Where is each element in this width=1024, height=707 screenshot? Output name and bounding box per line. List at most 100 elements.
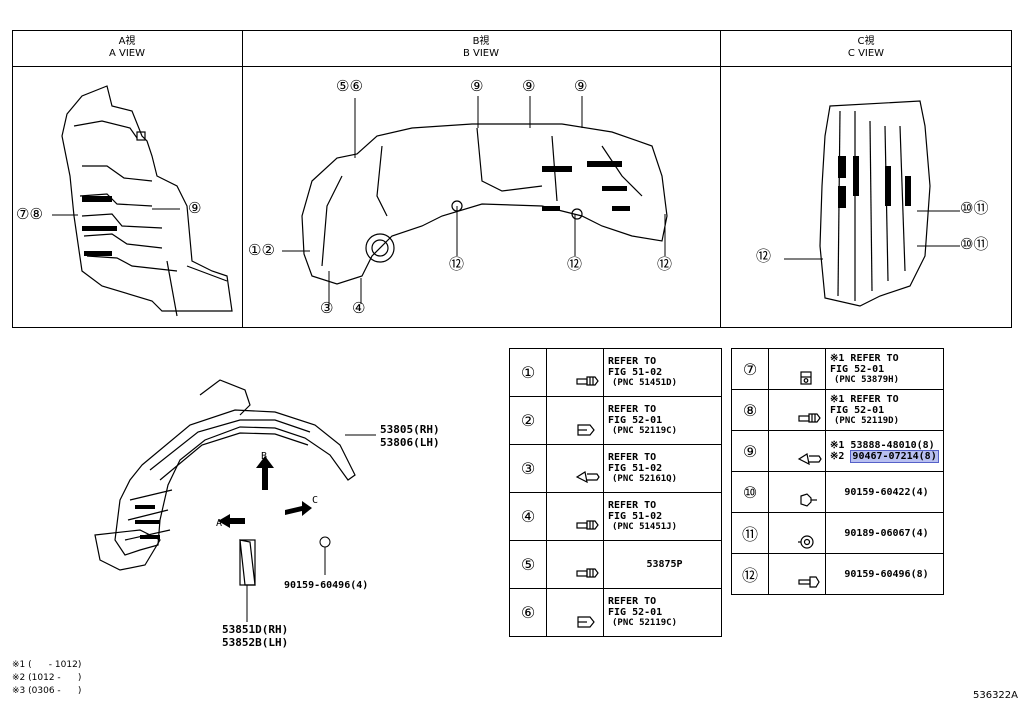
note-3: ※3 (0306 - ) (12, 686, 82, 696)
clip-icon (768, 348, 826, 390)
description-line: REFER TO (608, 404, 657, 415)
description-line: 90189-06067(4) (844, 527, 929, 539)
part-description-cell: 90159-60422(4) (825, 471, 944, 513)
description-line: ※1 REFER TO (830, 352, 899, 364)
u-nut-icon (546, 588, 604, 637)
callout-c-12: ⑫ (756, 247, 772, 265)
parts-row: ⑤ 53875P (509, 540, 722, 589)
pnc-reference: (PNC 51451J) (612, 522, 678, 532)
callout-b-12: ①② (248, 241, 275, 259)
pnc-reference: (PNC 52119C) (612, 618, 678, 628)
description-line: 53875P (646, 559, 683, 570)
description-line: FIG 52-01 (608, 607, 663, 618)
callout-b-9a: ⑨ (470, 77, 484, 95)
view-b-drawing (282, 96, 668, 306)
callout-b-9c: ⑨ (574, 77, 588, 95)
screw-clip-icon (546, 492, 604, 541)
part-number-cell: ⑤ (509, 540, 547, 589)
description-line: REFER TO (608, 356, 657, 367)
description-line: FIG 51-02 (608, 511, 663, 522)
part-number-cell: ② (509, 396, 547, 445)
description-line: ※1 53888-48010(8) (830, 440, 935, 451)
description-line: FIG 52-01 (830, 404, 885, 416)
arrow-a-label: A (216, 518, 223, 529)
note-1: ※1 ( - 1012) (12, 660, 82, 670)
description-line: FIG 52-01 (830, 363, 885, 375)
push-clip-icon (546, 444, 604, 493)
arrow-b-label: B (261, 451, 268, 462)
nut-icon (768, 471, 826, 513)
view-header-line (12, 66, 1012, 67)
callout-b-3: ③ (320, 299, 334, 317)
part-number-cell: ⑫ (731, 553, 769, 595)
highlighted-part-number: 90467-07214(8) (850, 450, 939, 463)
view-divider-1 (242, 30, 243, 328)
callout-b-12a: ⑫ (449, 255, 465, 273)
view-c-drawing (784, 100, 960, 307)
fender-liner-drawing (94, 379, 376, 622)
part-description-cell: 53875P (603, 540, 722, 589)
views-frame (12, 30, 1012, 328)
u-nut-icon (546, 396, 604, 445)
view-divider-2 (720, 30, 721, 328)
pnc-reference: (PNC 53879H) (834, 374, 900, 385)
screw-clip-icon (546, 348, 604, 397)
description-line: ※1 REFER TO (830, 393, 899, 405)
part-number-cell: ⑨ (731, 430, 769, 472)
description-line: FIG 52-01 (608, 415, 663, 426)
callout-b-9b: ⑨ (522, 77, 536, 95)
description-line: FIG 51-02 (608, 463, 663, 474)
plate-rh-label: 53851D(RH) (222, 623, 289, 636)
pnc-reference: (PNC 52161Q) (612, 474, 678, 484)
part-number-cell: ⑩ (731, 471, 769, 513)
document-id: 536322A (972, 690, 1018, 701)
screw-part-label: 90159-60496(4) (284, 580, 369, 591)
view-a-drawing (52, 85, 233, 317)
pnc-reference: (PNC 52119C) (612, 426, 678, 436)
callout-c-1011a: ⑩⑪ (960, 199, 989, 217)
description-line: 90159-60496(8) (844, 568, 929, 580)
callout-a-78: ⑦⑧ (16, 205, 43, 223)
rh-part-label: 53805(RH) (380, 423, 440, 436)
grommet-icon (768, 512, 826, 554)
screw-clip-icon (768, 389, 826, 431)
part-description-cell: 90159-60496(8) (825, 553, 944, 595)
note-2: ※2 (1012 - ) (12, 673, 82, 683)
part-description-cell: ※1 53888-48010(8)※2 90467-07214(8) (825, 430, 944, 472)
description-line: REFER TO (608, 596, 657, 607)
part-number-cell: ① (509, 348, 547, 397)
callout-b-12b: ⑫ (567, 255, 583, 273)
pnc-reference: (PNC 51451D) (612, 378, 678, 388)
pnc-reference: (PNC 52119D) (834, 415, 900, 426)
description-line: ※2 90467-07214(8) (830, 450, 939, 463)
part-number-cell: ③ (509, 444, 547, 493)
callout-a-9: ⑨ (188, 199, 202, 217)
part-number-cell: ⑧ (731, 389, 769, 431)
screw-clip-icon (546, 540, 604, 589)
part-number-cell: ④ (509, 492, 547, 541)
parts-row: ⑩ 90159-60422(4) (731, 471, 944, 513)
screw-icon (768, 553, 826, 595)
description-line: FIG 51-02 (608, 367, 663, 378)
plate-lh-label: 53852B(LH) (222, 636, 289, 649)
push-clip-icon (768, 430, 826, 472)
callout-c-1011b: ⑩⑪ (960, 235, 989, 253)
parts-row: ⑨ ※1 53888-48010(8)※2 90467-07214(8) (731, 430, 944, 472)
callout-b-4: ④ (352, 299, 366, 317)
callout-b-56: ⑤⑥ (336, 77, 363, 95)
